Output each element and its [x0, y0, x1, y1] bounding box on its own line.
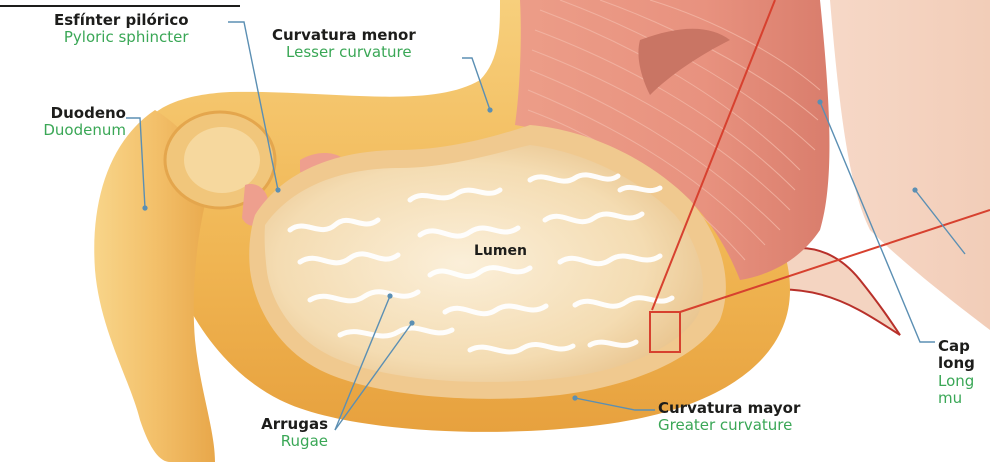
- label-pyloric-sphincter: Esfínter pilórico Pyloric sphincter: [54, 12, 189, 47]
- label-es: Curvatura mayor: [658, 400, 800, 417]
- label-es: Arrugas: [232, 416, 328, 433]
- label-duodenum: Duodeno Duodenum: [8, 105, 126, 140]
- label-en: Rugae: [232, 433, 328, 450]
- label-en: Long: [938, 373, 990, 390]
- label-es: Esfínter pilórico: [54, 12, 189, 29]
- label-lesser-curvature: Curvatura menor Lesser curvature: [272, 27, 416, 62]
- label-es: Lumen: [474, 243, 527, 259]
- label-en: Lesser curvature: [272, 44, 416, 61]
- label-greater-curvature: Curvatura mayor Greater curvature: [658, 400, 800, 435]
- label-longitudinal-muscle: Cap long Long mu: [938, 338, 990, 407]
- label-en: Pyloric sphincter: [54, 29, 189, 46]
- label-es: Duodeno: [8, 105, 126, 122]
- label-en: Duodenum: [8, 122, 126, 139]
- label-lumen: Lumen: [474, 243, 527, 259]
- label-rugae: Arrugas Rugae: [232, 416, 328, 451]
- label-es: long: [938, 355, 990, 372]
- label-es: Curvatura menor: [272, 27, 416, 44]
- label-es: Cap: [938, 338, 990, 355]
- label-en: mu: [938, 390, 990, 407]
- label-en: Greater curvature: [658, 417, 800, 434]
- duodenum-opening-inner: [184, 127, 260, 193]
